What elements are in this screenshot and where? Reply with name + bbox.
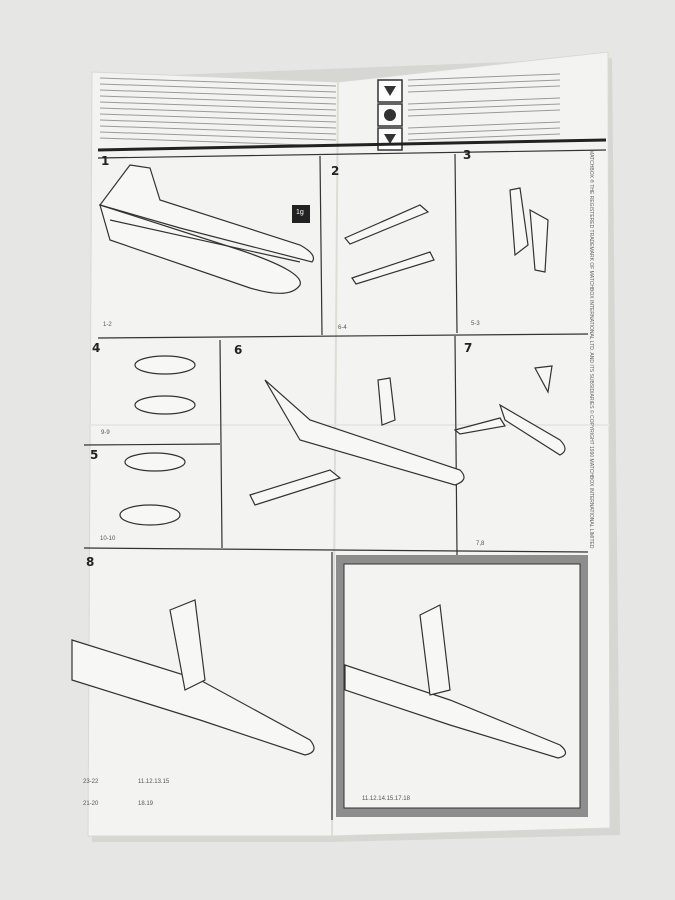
final-view-refs: 11.12.14.15.17.18 <box>362 796 410 802</box>
step3-tail-drawing <box>509 187 549 273</box>
step-8-number: 8 <box>86 555 95 569</box>
step-1-number: 1 <box>101 154 110 168</box>
step8-ref-3: 21-20 <box>83 801 99 807</box>
step6-assembly-drawing <box>249 377 465 506</box>
step8-ref-2: 11.12.13.15 <box>138 779 170 785</box>
instructions-text-block <box>99 77 337 147</box>
step-3-number: 3 <box>463 148 472 162</box>
step1-stamp <box>292 205 310 223</box>
step1-stamp-label: 1g <box>296 209 304 216</box>
step-7-number: 7 <box>464 341 473 355</box>
step-1-refs: 1-2 <box>103 322 112 328</box>
step-5-refs: 10-10 <box>100 536 116 542</box>
step-4-number: 4 <box>92 341 101 355</box>
step-7-refs: 7,8 <box>476 541 485 547</box>
step2-wing-drawing <box>344 204 435 285</box>
step7-tail-drawing <box>453 365 566 456</box>
step4-engine-drawing <box>134 355 196 415</box>
step-3-refs: 5-3 <box>471 321 480 327</box>
final-view-drawing <box>344 604 567 759</box>
step-2-refs: 6-4 <box>338 325 347 331</box>
step-2-number: 2 <box>331 164 340 178</box>
step-4-refs: 9-9 <box>101 430 110 436</box>
step1-fuselage-drawing <box>98 164 315 294</box>
step8-ref-1: 23-22 <box>83 779 99 785</box>
step5-engine-drawing <box>119 452 186 526</box>
copyright-side-text: MATCHBOX ® THE REGISTERED TRADEMARK OF M… <box>588 150 594 549</box>
step8-detail-drawing <box>71 599 315 756</box>
step8-ref-4: 18.19 <box>138 801 154 807</box>
step-5-number: 5 <box>90 448 99 462</box>
step-6-number: 6 <box>234 343 243 357</box>
panel-grid <box>83 149 607 820</box>
